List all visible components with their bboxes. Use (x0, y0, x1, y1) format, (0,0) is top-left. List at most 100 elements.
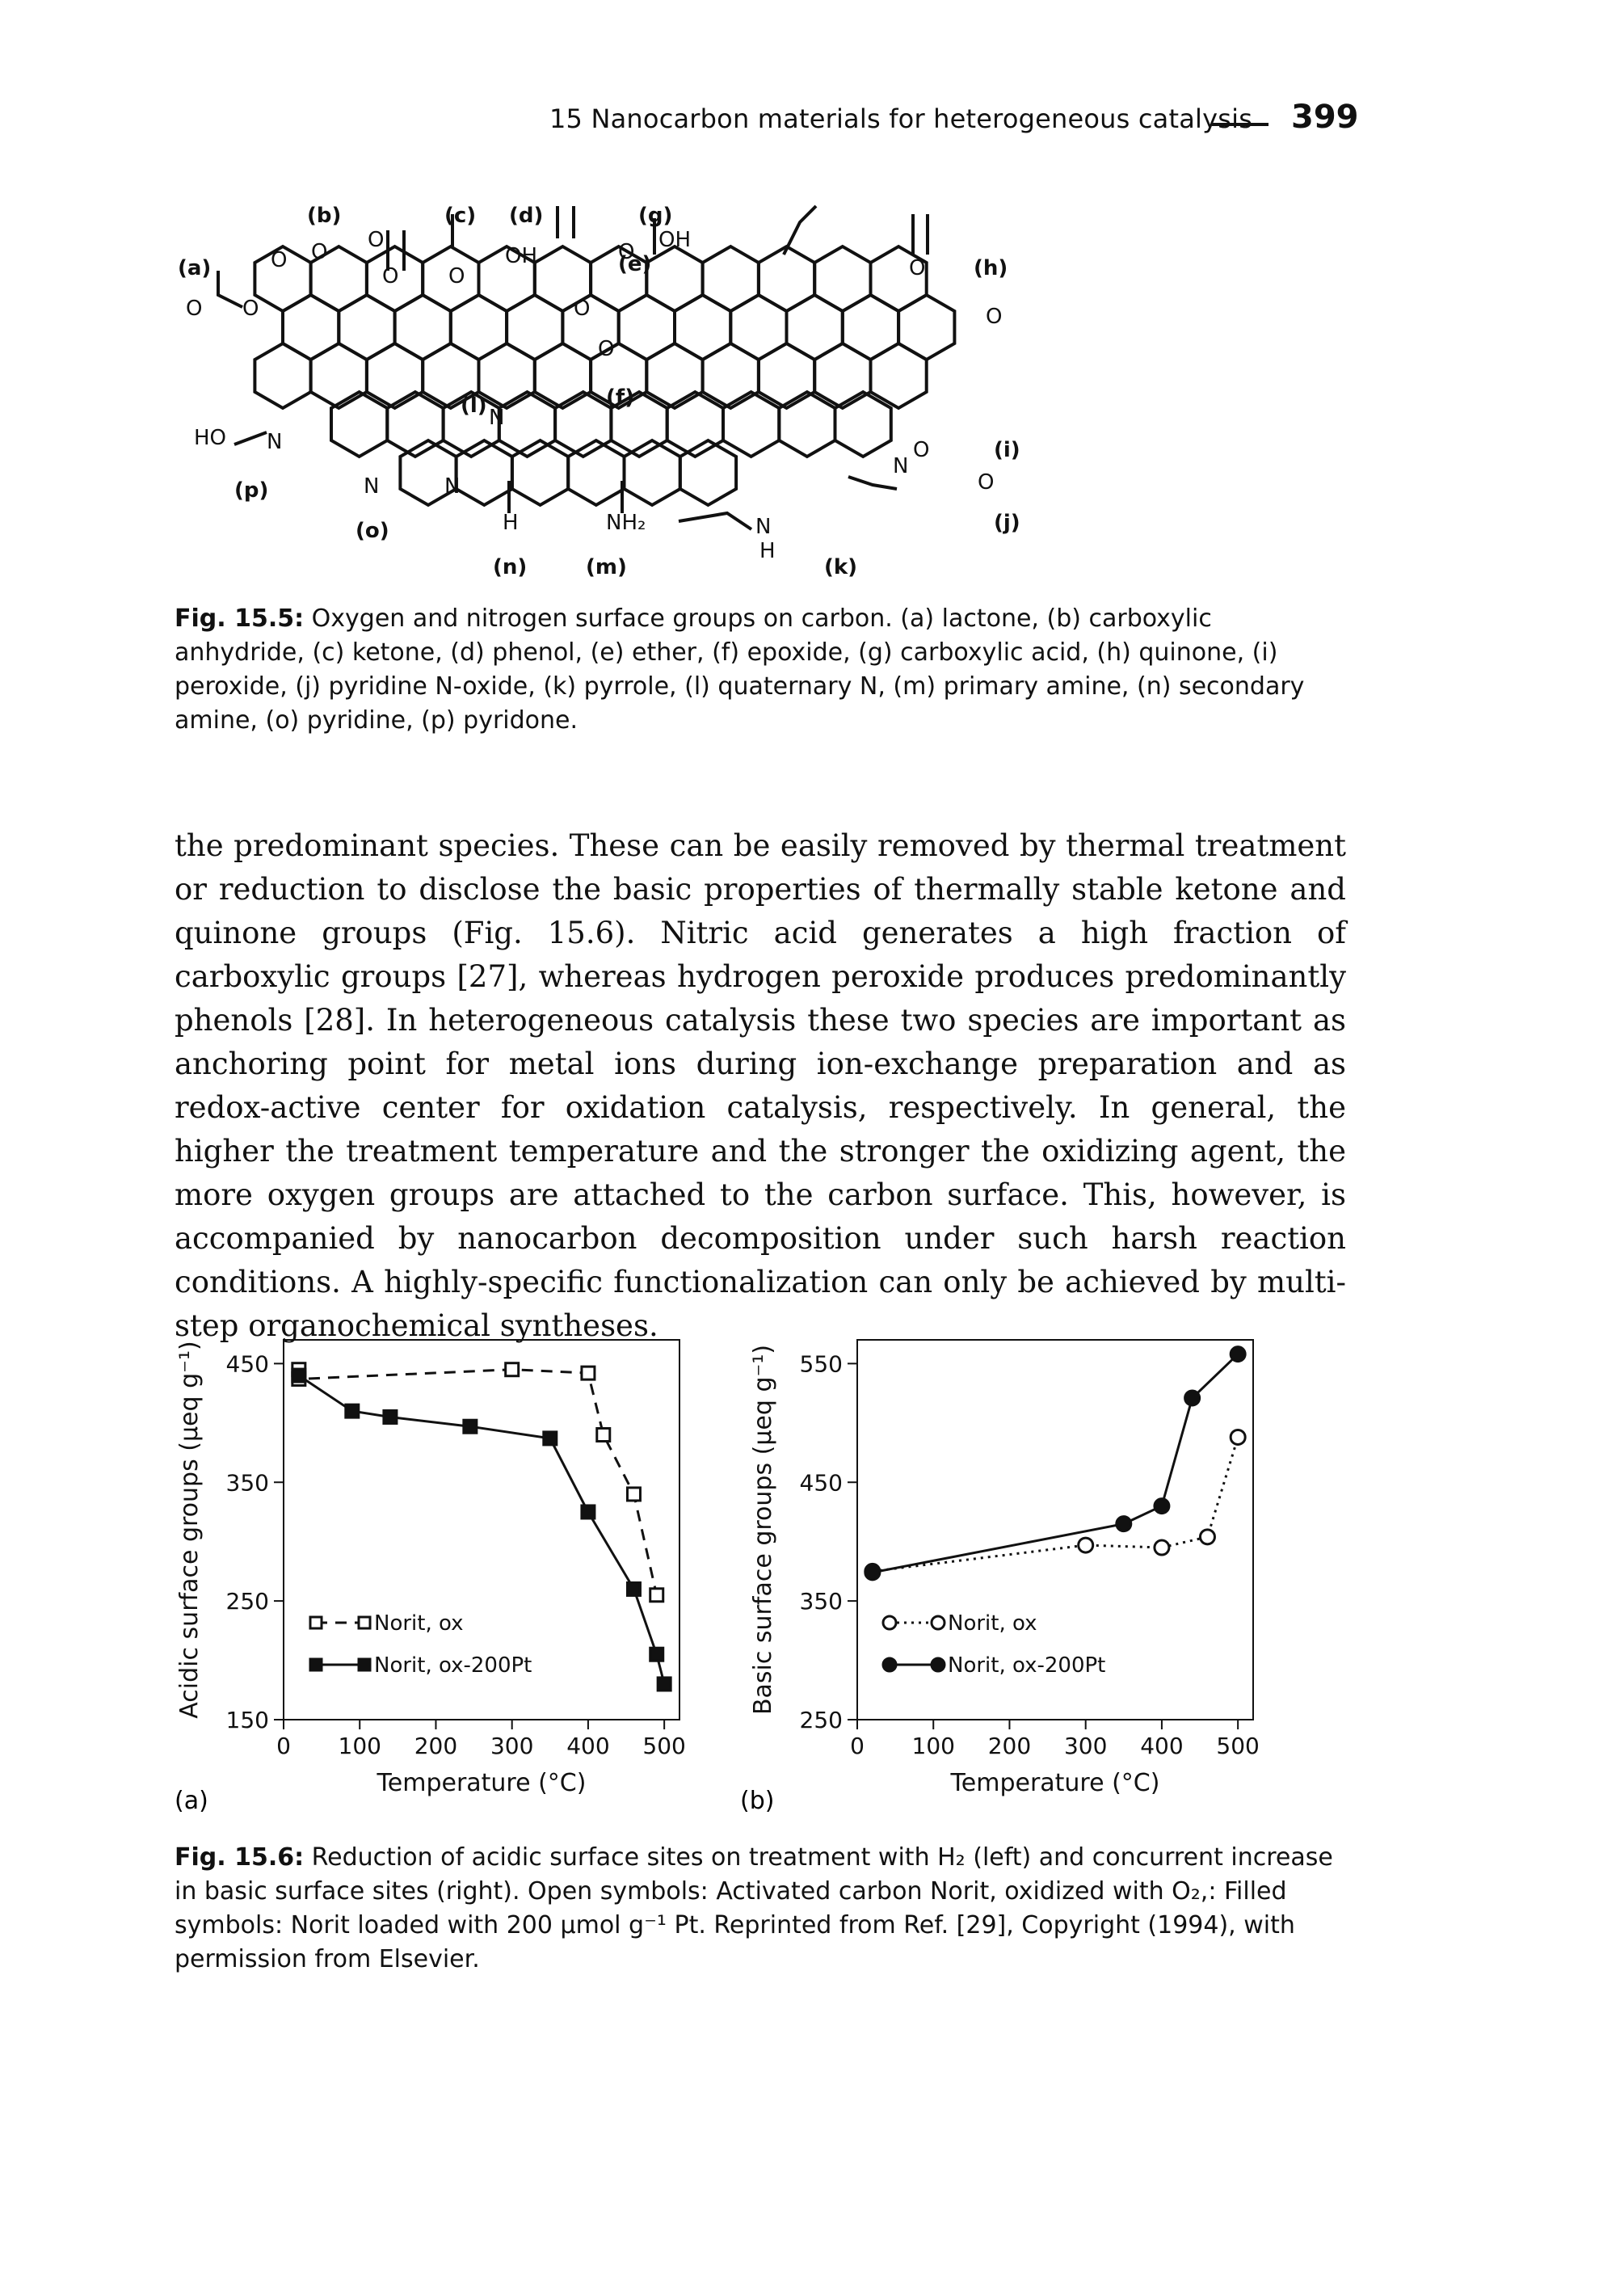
atom-nh2: NH₂ (606, 511, 646, 535)
data-point (382, 1409, 398, 1425)
data-point (580, 1504, 596, 1520)
hexagon-ring (833, 390, 893, 459)
atom-labels: O O O O O O O OH O O O OH O O O O HO N N… (186, 228, 1002, 563)
atom-o: O (913, 438, 929, 462)
legend-marker (357, 1657, 372, 1672)
data-point (344, 1403, 360, 1419)
data-point (542, 1430, 558, 1447)
data-point (656, 1676, 672, 1692)
y-tick-label: 250 (800, 1707, 843, 1733)
legend-marker (309, 1657, 323, 1672)
y-tick-label: 350 (800, 1588, 843, 1615)
atom-oh: OH (505, 244, 537, 268)
atom-o: O (448, 264, 465, 288)
legend-label: Norit, ox-200Pt (374, 1653, 532, 1678)
label-n: (n) (493, 555, 527, 579)
y-tick-label: 250 (226, 1588, 269, 1615)
hexagon-ring (722, 390, 781, 459)
data-point (1229, 1428, 1247, 1446)
atom-n: N (364, 474, 379, 499)
label-h: (h) (974, 256, 1008, 280)
hexagon-ring (477, 341, 536, 411)
hexagon-ring (364, 341, 425, 411)
caption-text: Reduction of acidic surface sites on tre… (175, 1843, 1333, 1973)
atom-o: O (986, 305, 1002, 329)
y-axis-label: Basic surface groups (µeq g⁻¹) (749, 1345, 777, 1715)
atom-o: O (909, 256, 925, 280)
functional-group-bonds (217, 204, 929, 531)
label-i: (i) (994, 438, 1020, 462)
x-tick-label: 100 (339, 1733, 381, 1759)
atom-n: N (755, 515, 771, 539)
caption-text: Oxygen and nitrogen surface groups on ca… (175, 604, 1305, 735)
x-axis-label: Temperature (°C) (377, 1769, 587, 1797)
hexagonal-lattice (253, 244, 957, 507)
data-point (1198, 1528, 1216, 1546)
label-k: (k) (824, 555, 857, 579)
y-tick-label: 350 (226, 1469, 269, 1496)
y-tick-label: 450 (800, 1469, 843, 1496)
body-paragraph: the predominant species. These can be ea… (175, 824, 1346, 1348)
hexagon-ring (532, 341, 593, 411)
series-line (297, 1368, 658, 1596)
legend-marker (930, 1615, 946, 1631)
plot-frame (856, 1339, 1254, 1720)
x-tick-label: 400 (566, 1733, 609, 1759)
group-labels: (a) (b) (c) (d) (e) (f) (g) (h) (i) (j) … (178, 204, 1020, 579)
hexagon-ring (678, 438, 738, 507)
atom-o: O (382, 264, 398, 288)
x-tick-label: 500 (642, 1733, 685, 1759)
data-point (1153, 1539, 1171, 1556)
atom-o: O (574, 297, 590, 321)
hexagon-ring (701, 341, 760, 411)
legend-label: Norit, ox (948, 1611, 1037, 1636)
label-g: (g) (638, 204, 672, 228)
data-point (1115, 1515, 1133, 1533)
atom-o: O (978, 470, 994, 495)
hexagon-ring (813, 341, 873, 411)
atom-oh: OH (658, 228, 691, 252)
atom-h: H (759, 539, 776, 563)
carbon-surface-groups-structure: (a) (b) (c) (d) (e) (f) (g) (h) (i) (j) … (178, 204, 1020, 579)
data-point (1229, 1346, 1247, 1363)
atom-n: N (893, 454, 908, 478)
label-o: (o) (356, 519, 389, 543)
label-d: (d) (509, 204, 543, 228)
data-point (1153, 1497, 1171, 1515)
x-tick-label: 0 (276, 1733, 291, 1759)
atom-o: O (186, 297, 202, 321)
label-m: (m) (586, 555, 627, 579)
x-tick-label: 500 (1216, 1733, 1259, 1759)
atom-o: O (368, 228, 384, 252)
atom-n: N (489, 406, 504, 430)
legend-marker (881, 1657, 898, 1673)
legend-marker (309, 1615, 323, 1630)
legend-label: Norit, ox-200Pt (948, 1653, 1105, 1678)
page-number: 399 (1291, 99, 1359, 136)
label-e: (e) (618, 252, 651, 276)
x-tick-label: 300 (490, 1733, 533, 1759)
x-axis-label: Temperature (°C) (950, 1769, 1160, 1797)
data-point (504, 1362, 520, 1378)
data-point (649, 1587, 665, 1603)
series-line (297, 1374, 666, 1685)
figure-15-5-caption: Fig. 15.5: Oxygen and nitrogen surface g… (175, 602, 1338, 738)
atom-n: N (444, 474, 460, 499)
data-point (625, 1486, 642, 1502)
x-tick-label: 300 (1064, 1733, 1107, 1759)
hexagon-ring (777, 390, 837, 459)
label-b: (b) (307, 204, 341, 228)
hexagon-ring (756, 341, 817, 411)
caption-label: Fig. 15.5: (175, 604, 305, 633)
hexagon-ring (869, 341, 928, 411)
plot-frame (283, 1339, 680, 1720)
label-l: (l) (461, 394, 487, 418)
series-line (872, 1353, 1239, 1574)
data-point (595, 1427, 612, 1442)
y-tick-label: 450 (226, 1350, 269, 1377)
label-f: (f) (606, 385, 634, 410)
y-axis-label: Acidic surface groups (µeq g⁻¹) (175, 1341, 204, 1718)
atom-h: H (503, 511, 519, 535)
